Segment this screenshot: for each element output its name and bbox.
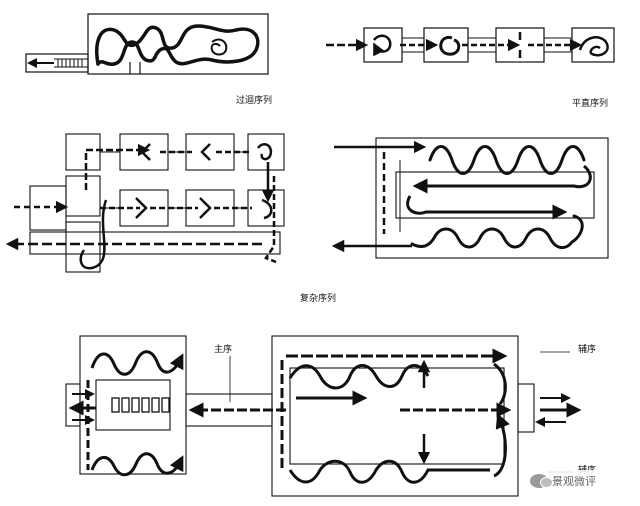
aisle-blocks <box>111 397 170 413</box>
label-aux-sequence-top: 辅序 <box>578 345 597 355</box>
watermark: 景观微评 <box>524 470 636 492</box>
label-straight-sequence: 平直序列 <box>572 99 609 109</box>
wechat-icon <box>530 474 553 488</box>
complex-sequence-grid <box>5 133 285 273</box>
transition-sequence <box>25 13 269 75</box>
spiral-mark <box>210 38 228 56</box>
label-main-sequence: 主序 <box>214 345 233 355</box>
straight-sequence <box>326 27 615 63</box>
bottom-wave <box>410 214 584 249</box>
meander-path <box>95 24 260 67</box>
label-transition-sequence: 过迴序列 <box>236 96 273 106</box>
label-complex-sequence: 复杂序列 <box>300 294 337 304</box>
watermark-text: 景观微评 <box>552 475 596 488</box>
entry-ladder <box>54 58 88 68</box>
main-aux-sequence <box>65 335 582 497</box>
complex-sequence-serpentine <box>331 137 609 259</box>
top-wave <box>428 145 586 175</box>
